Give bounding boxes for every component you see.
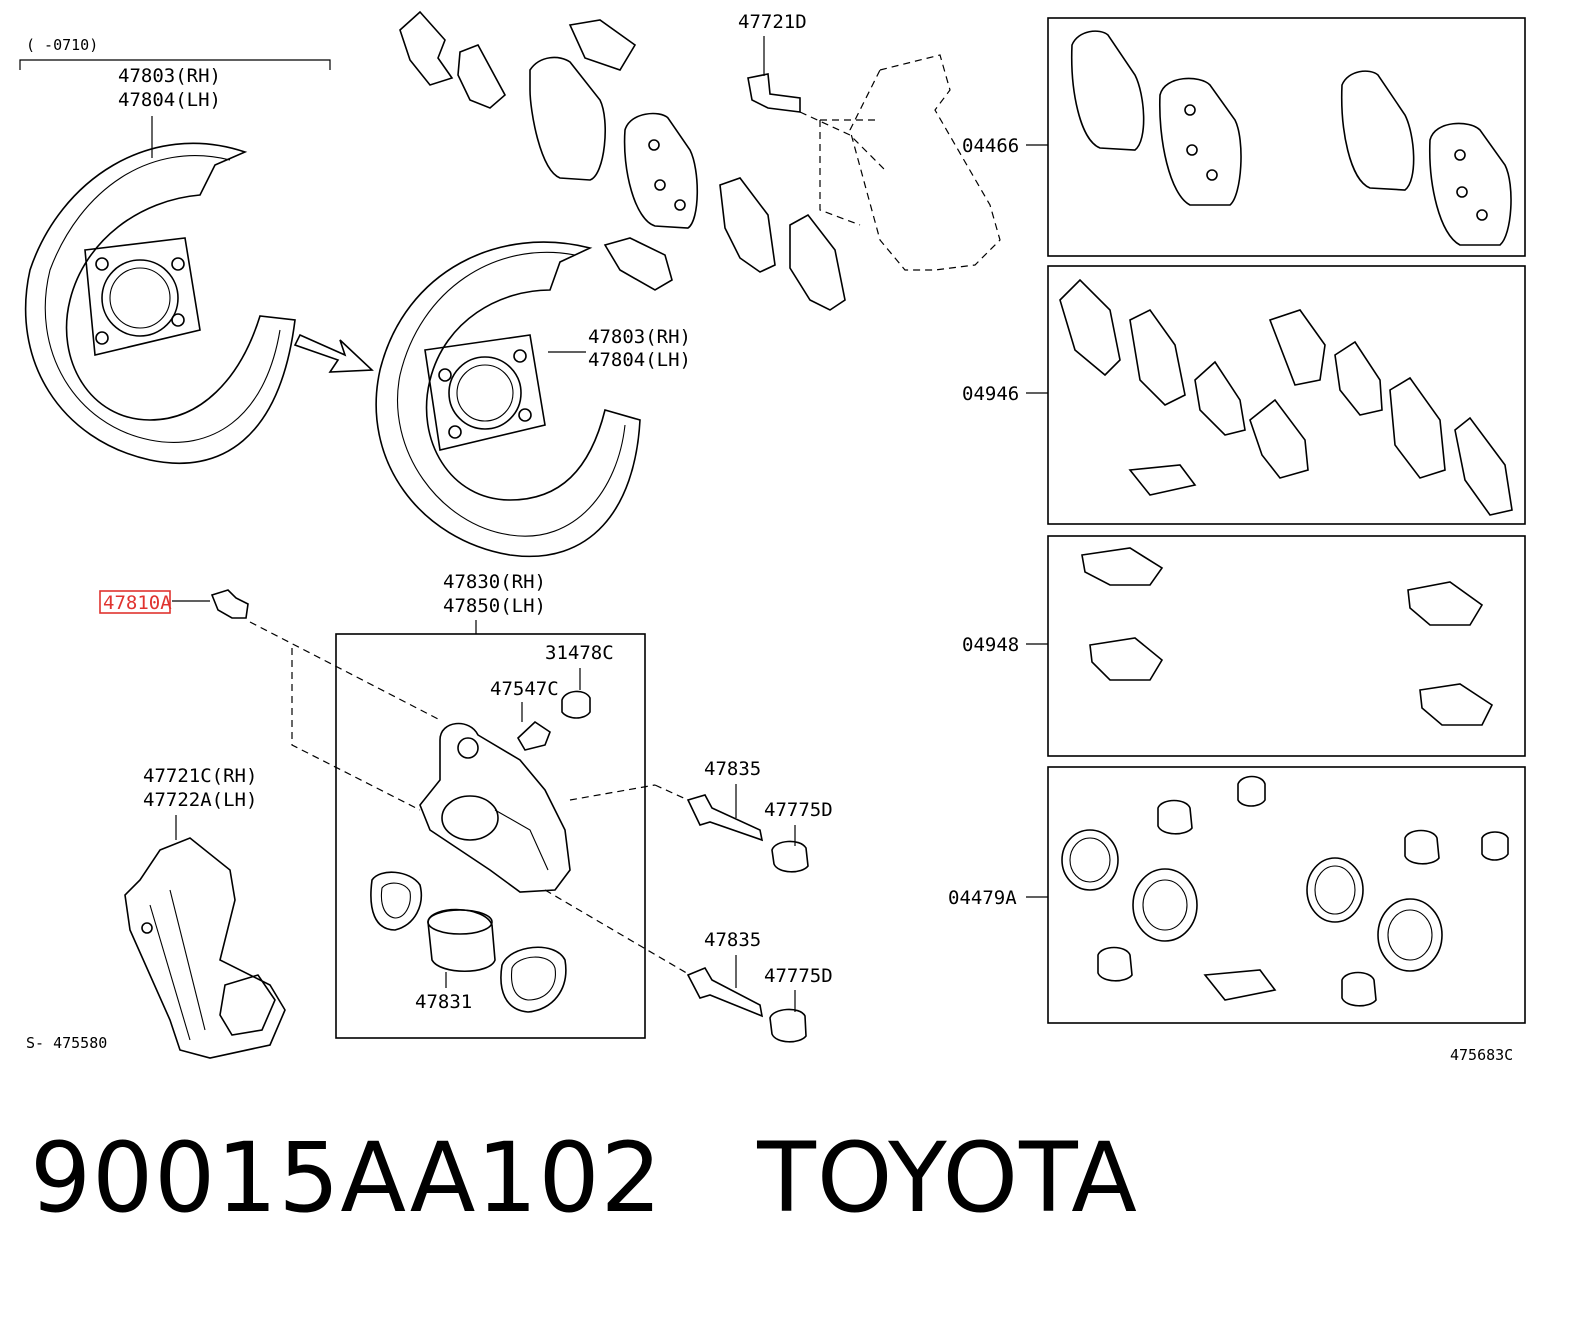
assembly-arrow: [293, 333, 374, 373]
caliper-assembly: 47830(RH) 47850(LH) 31478C 47547C 47831: [335, 571, 691, 1039]
svg-text:47810A: 47810A: [103, 592, 172, 614]
svg-text:47775D: 47775D: [764, 965, 833, 987]
guide-pin-upper: 47835 47775D: [654, 758, 833, 873]
svg-text:47804(LH): 47804(LH): [118, 89, 221, 111]
svg-text:47721C(RH): 47721C(RH): [143, 765, 257, 787]
svg-text:47775D: 47775D: [764, 799, 833, 821]
brand-name: TOYOTA: [757, 1122, 1138, 1234]
bleeder-47810a: 47810A: [99, 589, 441, 811]
caliper-carrier-phantom: [819, 54, 1001, 271]
ref-code-right: 475683C: [1450, 1046, 1513, 1064]
svg-text:31478C: 31478C: [545, 642, 614, 664]
svg-text:47850(LH): 47850(LH): [443, 595, 546, 617]
svg-text:47721D: 47721D: [738, 11, 807, 33]
svg-text:47722A(LH): 47722A(LH): [143, 789, 257, 811]
kit-04946: 04946: [962, 265, 1526, 525]
svg-text:( -0710): ( -0710): [26, 36, 98, 54]
part-number-caption: 90015AA102 TOYOTA: [30, 1130, 1138, 1226]
dust-shield-left: 47803(RH) 47804(LH): [24, 65, 296, 464]
svg-text:04466: 04466: [962, 135, 1019, 157]
dust-shield-middle: 47803(RH) 47804(LH): [375, 241, 691, 558]
bolt-47721d: 47721D: [738, 11, 886, 171]
svg-text:47547C: 47547C: [490, 678, 559, 700]
svg-text:47831: 47831: [415, 991, 472, 1013]
pads-and-shims-top: [399, 10, 846, 311]
svg-text:47804(LH): 47804(LH): [588, 349, 691, 371]
svg-text:47803(RH): 47803(RH): [588, 326, 691, 348]
ref-code-left: S- 475580: [26, 1034, 107, 1052]
period-note: ( -0710): [19, 36, 331, 70]
svg-text:47803(RH): 47803(RH): [118, 65, 221, 87]
svg-text:47835: 47835: [704, 929, 761, 951]
kit-04479a: 04479A: [948, 766, 1526, 1024]
svg-text:47830(RH): 47830(RH): [443, 571, 546, 593]
part-number: 90015AA102: [30, 1122, 663, 1234]
svg-text:04479A: 04479A: [948, 887, 1017, 909]
mounting-bracket: 47721C(RH) 47722A(LH): [124, 765, 286, 1059]
svg-text:47835: 47835: [704, 758, 761, 780]
svg-text:04946: 04946: [962, 383, 1019, 405]
svg-text:04948: 04948: [962, 634, 1019, 656]
guide-pin-lower: 47835 47775D: [686, 929, 833, 1043]
kit-04466: 04466: [962, 17, 1526, 257]
kit-04948: 04948: [962, 535, 1526, 757]
